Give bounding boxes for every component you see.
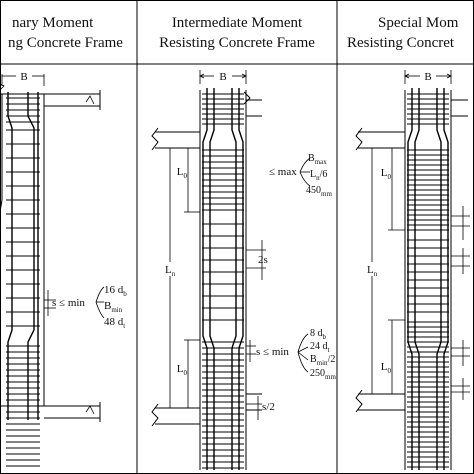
- half-spacing-dimension: [246, 396, 262, 420]
- two-s-label: 2s: [258, 254, 268, 266]
- beam-right: [243, 91, 262, 411]
- svg-text:Resisting Concret: Resisting Concret: [347, 35, 455, 51]
- end-zone-dimension-top: [388, 148, 405, 231]
- end-zone-label-top: L0: [177, 166, 188, 180]
- ties-intermediate: [202, 93, 244, 469]
- header-intermediate: Intermediate Moment Resisting Concrete F…: [159, 15, 315, 51]
- panel-ordinary: B: [0, 71, 127, 467]
- limit-bmin: Bmin: [104, 300, 123, 314]
- width-label: B: [219, 71, 226, 83]
- width-label: B: [20, 71, 27, 83]
- break-symbol: [0, 83, 5, 91]
- half-spacing-label: s/2: [262, 401, 275, 413]
- limit-ln6: Ln/6: [310, 169, 327, 182]
- header-special: Special Mom Resisting Concret: [347, 15, 459, 51]
- width-label: B: [424, 71, 431, 83]
- end-zone-label-bottom: L0: [177, 363, 188, 377]
- longitudinal-bars-intermediate: [202, 88, 244, 470]
- end-zone-label-top: L0: [381, 167, 392, 181]
- beam-right: [451, 99, 468, 117]
- clear-height-label: Ln: [367, 264, 378, 278]
- width-dimension: [404, 70, 452, 84]
- limit-450mm: 450mm: [306, 185, 332, 198]
- ties-ordinary: [6, 97, 40, 467]
- width-dimension: [199, 70, 247, 84]
- limit-16db: 16 db: [104, 284, 127, 298]
- limit-8db: 8 db: [310, 328, 327, 341]
- svg-text:ng Concrete Frame: ng Concrete Frame: [8, 35, 123, 51]
- svg-text:Special Mom: Special Mom: [378, 15, 459, 31]
- svg-text:Intermediate Moment: Intermediate Moment: [172, 15, 303, 31]
- clear-height-label: Ln: [165, 264, 176, 278]
- limit-24dt: 24 dt: [310, 341, 330, 354]
- panel-intermediate: B: [151, 70, 336, 470]
- break-symbol: [85, 405, 95, 415]
- width-dimension: [1, 74, 45, 86]
- top-beam: [0, 90, 101, 110]
- svg-text:nary Moment: nary Moment: [12, 15, 94, 31]
- limit-250mm: 250mm: [310, 368, 336, 381]
- header-ordinary: nary Moment ng Concrete Frame: [8, 15, 123, 51]
- limit-48dt: 48 dt: [104, 316, 125, 330]
- end-zone-label-bottom: L0: [381, 361, 392, 375]
- spacing-limit-label-ordinary: s ≤ min: [52, 297, 85, 309]
- end-zone-dimension-bottom: [184, 339, 200, 408]
- ties-special: [407, 93, 449, 468]
- label-mask: [163, 262, 179, 276]
- end-zone-brace: [299, 157, 311, 187]
- clear-height-dimension: [166, 147, 200, 409]
- limit-bmax: Bmax: [308, 153, 327, 166]
- spacing-marks-special: [451, 206, 470, 400]
- break-symbol: [85, 95, 95, 105]
- end-zone-dimension-bottom: [388, 319, 405, 394]
- longitudinal-bars-special: [407, 88, 449, 470]
- spacing-callout-ordinary: [44, 286, 105, 319]
- panel-special: B: [355, 70, 470, 470]
- svg-text:Resisting Concrete Frame: Resisting Concrete Frame: [159, 35, 315, 51]
- end-zone-rule: ≤ max: [269, 166, 297, 178]
- spacing-callout-intermediate: [246, 333, 309, 373]
- column-intermediate: [199, 90, 247, 470]
- column-special: [404, 90, 452, 470]
- spacing-limit-label-intermediate: s ≤ min: [256, 346, 289, 358]
- limit-bmin-half: Bmin/2: [310, 354, 335, 367]
- two-s-dimension: [246, 240, 266, 280]
- label-mask: [365, 262, 381, 276]
- end-zone-dimension-top: [184, 148, 200, 213]
